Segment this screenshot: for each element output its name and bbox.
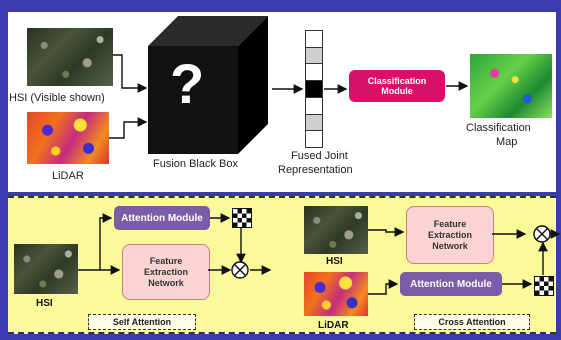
cross-attention-lidar-label: LiDAR: [318, 320, 349, 331]
cross-attention-lidar-image: [304, 272, 368, 316]
self-feature-extraction-network: Feature Extraction Network: [122, 244, 210, 300]
cross-multiply-node: [533, 225, 551, 243]
fusion-label: Fusion Black Box: [153, 158, 238, 170]
hsi-label: HSI (Visible shown): [9, 92, 105, 104]
question-mark-icon: ?: [170, 52, 205, 115]
self-attention-caption: Self Attention: [88, 314, 196, 330]
cross-fe-line2: Extraction: [427, 229, 472, 240]
cross-attention-module: Attention Module: [400, 272, 502, 296]
lidar-image: [27, 112, 109, 164]
self-attention-module: Attention Module: [114, 206, 210, 230]
self-fe-line3: Network: [148, 277, 184, 288]
lidar-label: LiDAR: [52, 170, 84, 182]
classification-module-line2: Module: [381, 86, 413, 96]
map-label-line2: Map: [496, 136, 518, 148]
cross-feature-extraction-network: Feature Extraction Network: [406, 206, 494, 264]
cross-attention-hsi-image: [304, 206, 368, 254]
self-multiply-node: [231, 261, 249, 279]
map-label-line1: Classification: [466, 122, 531, 134]
cross-attention-mask-icon: [534, 276, 554, 296]
self-attention-hsi-label: HSI: [36, 298, 53, 309]
self-fe-line2: Extraction: [143, 266, 188, 277]
cross-attention-hsi-label: HSI: [326, 256, 343, 267]
self-fe-line1: Feature: [149, 255, 183, 266]
cross-attention-caption: Cross Attention: [414, 314, 530, 330]
classification-map-image: [470, 54, 552, 118]
hsi-image: [27, 28, 113, 86]
fused-label-line2: Representation: [278, 164, 353, 176]
classification-module-line1: Classification: [367, 76, 427, 86]
self-attention-hsi-image: [14, 244, 78, 294]
fused-label-line1: Fused Joint: [291, 150, 348, 162]
self-attention-mask-icon: [232, 208, 252, 228]
classification-module: Classification Module: [349, 70, 445, 102]
fusion-black-box: [148, 16, 268, 154]
cross-fe-line1: Feature: [433, 218, 467, 229]
fused-vector: [305, 30, 323, 148]
cross-fe-line3: Network: [432, 240, 468, 251]
